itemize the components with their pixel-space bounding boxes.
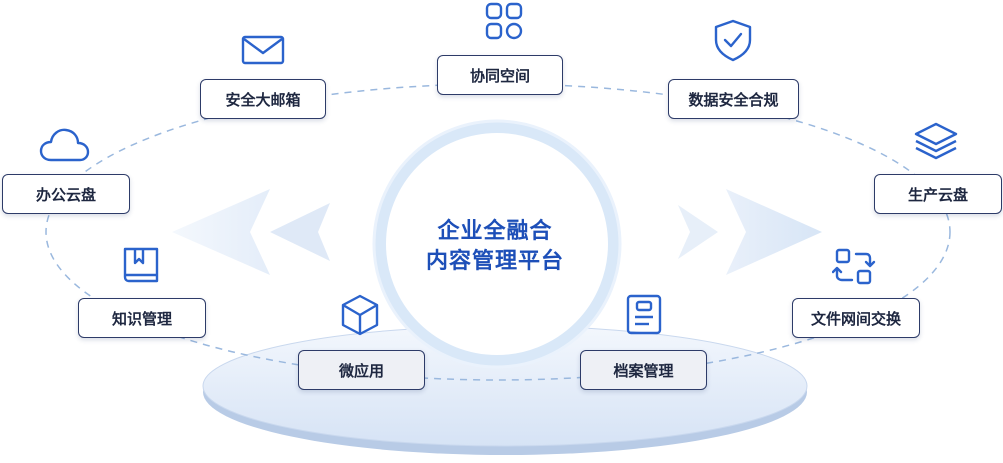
node-office-cloud[interactable]: 办公云盘	[2, 174, 130, 214]
book-bookmark-icon	[119, 243, 163, 287]
right-arrows	[678, 189, 822, 275]
node-knowledge-management[interactable]: 知识管理	[78, 298, 206, 338]
node-secure-mailbox[interactable]: 安全大邮箱	[200, 79, 326, 119]
cloud-icon	[38, 124, 90, 168]
platform-title-line2: 内容管理平台	[425, 249, 564, 274]
node-micro-app[interactable]: 微应用	[298, 350, 425, 390]
node-file-exchange[interactable]: 文件网间交换	[792, 298, 920, 338]
dashed-orbit	[45, 83, 951, 381]
node-collab-space[interactable]: 协同空间	[437, 55, 563, 95]
left-arrows	[172, 189, 330, 275]
platform-title: 企业全融合 内容管理平台	[385, 217, 605, 277]
cube-icon	[338, 293, 382, 337]
center-ring	[372, 119, 622, 369]
archive-document-icon	[622, 292, 666, 336]
platform-title-line1: 企业全融合	[437, 219, 553, 244]
node-archive-management[interactable]: 档案管理	[580, 350, 707, 390]
node-data-compliance[interactable]: 数据安全合规	[668, 79, 799, 119]
envelope-icon	[241, 28, 285, 72]
layers-stack-icon	[914, 120, 958, 164]
swap-arrows-icon	[832, 245, 876, 289]
node-production-cloud[interactable]: 生产云盘	[874, 174, 1002, 214]
apps-grid-icon	[482, 0, 526, 44]
shield-check-icon	[711, 18, 755, 62]
